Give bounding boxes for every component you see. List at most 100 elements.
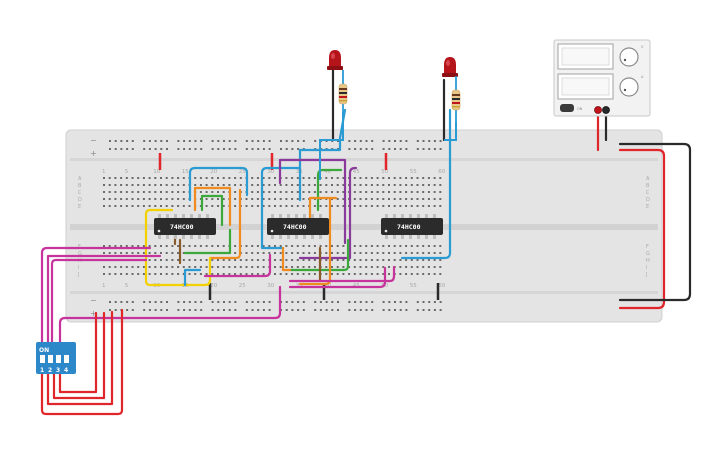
breadboard-hole[interactable] [433,198,436,200]
breadboard-hole[interactable] [393,191,396,193]
breadboard-hole[interactable] [200,301,203,303]
breadboard-hole[interactable] [154,205,157,207]
breadboard-hole[interactable] [416,148,419,150]
breadboard-hole[interactable] [262,301,265,303]
breadboard-hole[interactable] [126,148,129,150]
breadboard-hole[interactable] [336,273,339,275]
breadboard-hole[interactable] [313,273,316,275]
breadboard-hole[interactable] [280,140,282,142]
breadboard-hole[interactable] [125,252,128,254]
breadboard-hole[interactable] [331,245,333,247]
breadboard-hole[interactable] [177,198,180,200]
breadboard-hole[interactable] [308,184,311,186]
breadboard-hole[interactable] [114,148,117,150]
breadboard-hole[interactable] [342,198,345,200]
breadboard-hole[interactable] [171,266,174,268]
breadboard-hole[interactable] [331,259,333,261]
breadboard-hole[interactable] [291,205,294,207]
dip-toggle-2[interactable] [48,355,53,363]
breadboard-hole[interactable] [148,191,151,193]
breadboard-hole[interactable] [188,245,191,247]
breadboard-hole[interactable] [365,252,368,254]
breadboard-hole[interactable] [348,301,351,303]
breadboard-hole[interactable] [274,259,276,261]
breadboard-hole[interactable] [137,191,140,193]
breadboard-hole[interactable] [148,205,151,207]
breadboard-hole[interactable] [291,198,294,200]
breadboard-hole[interactable] [120,184,123,186]
breadboard-hole[interactable] [256,266,259,268]
chip-3[interactable]: 74HC00 [381,214,443,239]
breadboard-hole[interactable] [177,148,180,150]
breadboard-hole[interactable] [319,301,322,303]
breadboard-hole[interactable] [182,184,185,186]
breadboard-hole[interactable] [177,252,180,254]
breadboard-hole[interactable] [245,205,248,207]
breadboard-hole[interactable] [256,205,259,207]
breadboard-hole[interactable] [348,148,351,150]
breadboard-hole[interactable] [223,301,225,303]
breadboard-hole[interactable] [285,198,288,200]
breadboard-hole[interactable] [188,273,191,275]
breadboard-hole[interactable] [171,252,174,254]
breadboard-hole[interactable] [405,148,408,150]
breadboard-hole[interactable] [166,309,168,311]
breadboard-hole[interactable] [268,140,271,142]
breadboard-hole[interactable] [371,140,374,142]
breadboard-hole[interactable] [274,177,276,179]
breadboard-hole[interactable] [393,198,396,200]
breadboard-hole[interactable] [428,148,431,150]
breadboard-hole[interactable] [296,198,299,200]
breadboard-hole[interactable] [285,245,288,247]
breadboard-hole[interactable] [285,301,288,303]
breadboard-hole[interactable] [370,245,373,247]
breadboard-hole[interactable] [166,148,168,150]
breadboard-hole[interactable] [217,198,219,200]
breadboard-hole[interactable] [439,198,442,200]
breadboard-hole[interactable] [268,184,271,186]
breadboard-hole[interactable] [399,140,402,142]
breadboard-hole[interactable] [165,198,168,200]
breadboard-hole[interactable] [331,184,333,186]
breadboard-hole[interactable] [365,191,368,193]
breadboard-hole[interactable] [405,140,408,142]
breadboard-hole[interactable] [376,273,379,275]
breadboard-hole[interactable] [211,309,214,311]
breadboard-hole[interactable] [296,259,299,261]
breadboard-hole[interactable] [325,266,328,268]
breadboard-hole[interactable] [336,245,339,247]
breadboard-hole[interactable] [342,273,345,275]
voltage-knob[interactable] [619,47,639,67]
breadboard-hole[interactable] [131,266,134,268]
breadboard-hole[interactable] [222,184,225,186]
breadboard-hole[interactable] [183,148,186,150]
breadboard-hole[interactable] [160,177,162,179]
breadboard-hole[interactable] [177,259,180,261]
breadboard-hole[interactable] [410,184,413,186]
breadboard-hole[interactable] [439,273,442,275]
led-2[interactable] [442,57,458,77]
breadboard-hole[interactable] [256,273,259,275]
breadboard-hole[interactable] [251,252,254,254]
breadboard-hole[interactable] [268,309,271,311]
breadboard-hole[interactable] [114,177,117,179]
breadboard-hole[interactable] [399,245,402,247]
breadboard-hole[interactable] [388,309,391,311]
breadboard-hole[interactable] [353,245,356,247]
breadboard-hole[interactable] [108,205,111,207]
breadboard-hole[interactable] [142,266,145,268]
breadboard-hole[interactable] [251,309,254,311]
breadboard-hole[interactable] [268,177,271,179]
breadboard-hole[interactable] [177,177,180,179]
breadboard-hole[interactable] [108,252,111,254]
breadboard-hole[interactable] [439,245,442,247]
breadboard-hole[interactable] [228,148,231,150]
breadboard-hole[interactable] [297,140,300,142]
breadboard-hole[interactable] [388,177,390,179]
breadboard-hole[interactable] [109,140,111,142]
breadboard-hole[interactable] [331,177,333,179]
breadboard-hole[interactable] [336,205,339,207]
breadboard-hole[interactable] [416,184,419,186]
breadboard-hole[interactable] [165,184,168,186]
breadboard-hole[interactable] [217,266,219,268]
